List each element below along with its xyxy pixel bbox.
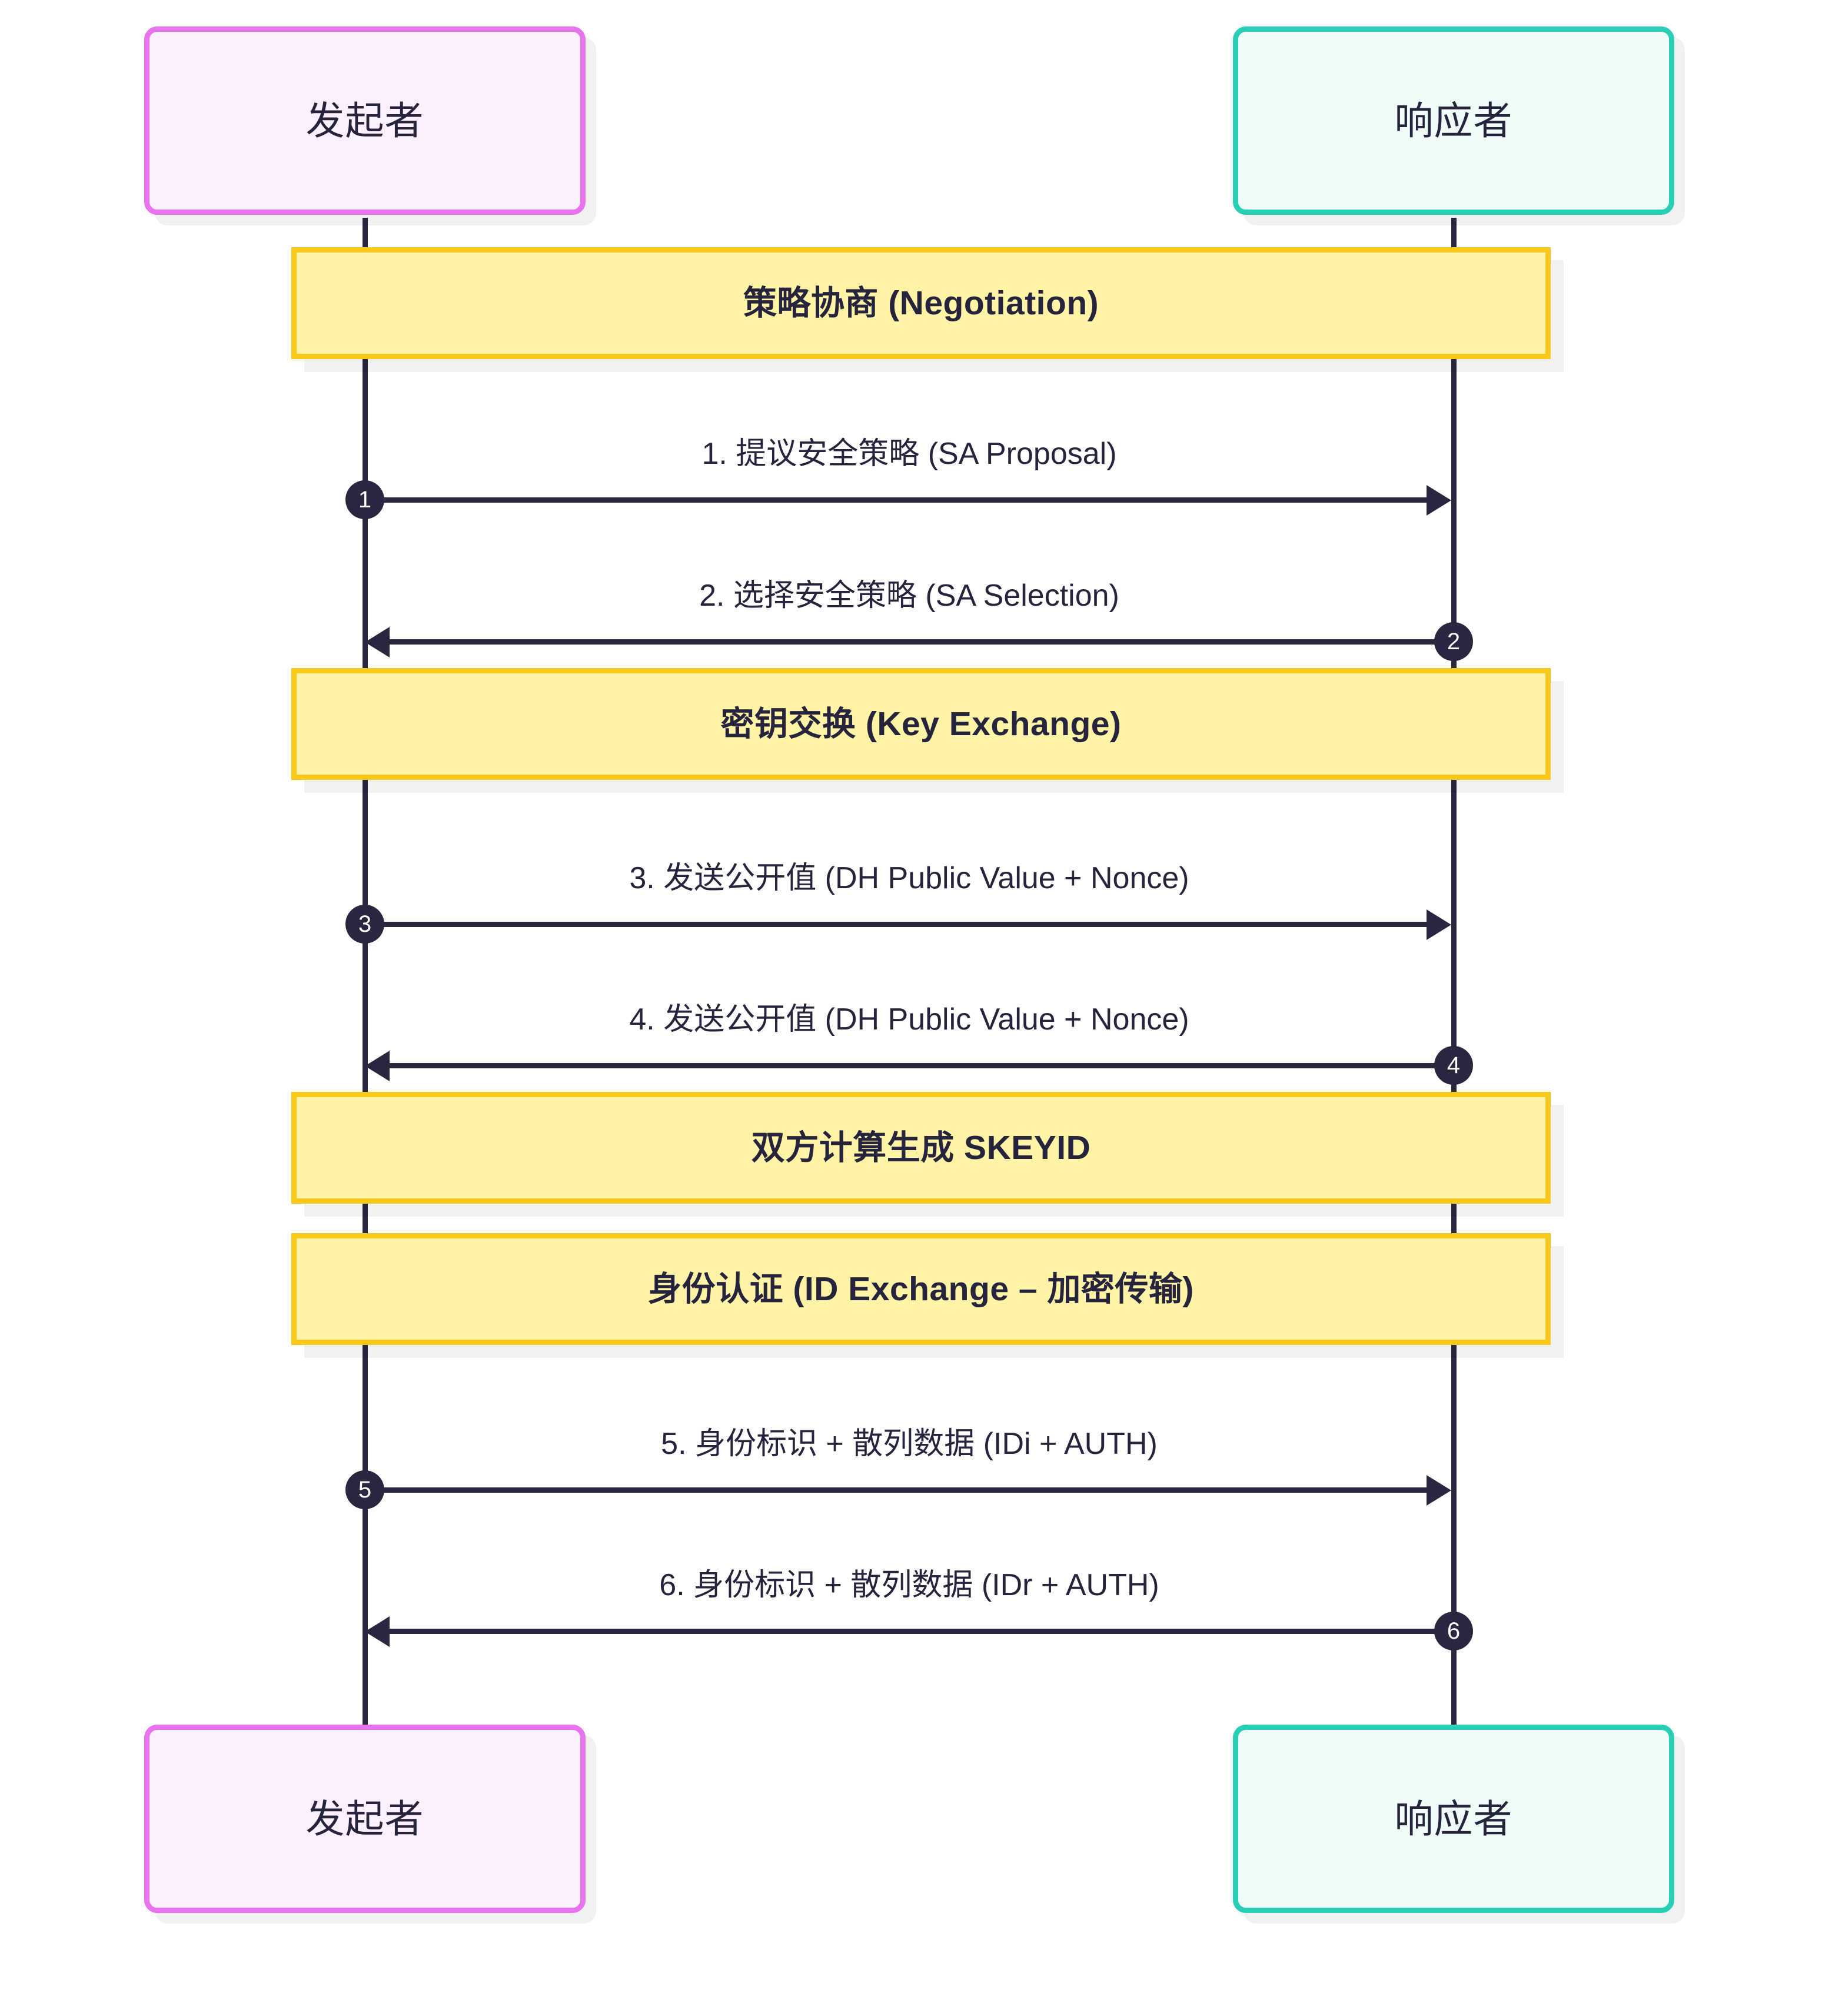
lifeline-initiator	[363, 218, 368, 1725]
section-banner-skeyid-label: 双方计算生成 SKEYID	[751, 1128, 1091, 1167]
message-5-seq-badge: 5	[345, 1470, 384, 1509]
message-4-seq-badge: 4	[1434, 1046, 1473, 1085]
message-4-line	[388, 1063, 1454, 1068]
message-6-line	[388, 1629, 1454, 1634]
section-banner-key-exchange: 密钥交换 (Key Exchange)	[291, 668, 1551, 780]
section-banner-key-exchange-label: 密钥交换 (Key Exchange)	[720, 705, 1122, 743]
actor-initiator-bottom-label: 发起者	[305, 1797, 424, 1841]
message-1-seq-badge: 1	[345, 480, 384, 519]
message-5-label: 5. 身份标识 + 散列数据 (IDi + AUTH)	[661, 1427, 1158, 1461]
message-2-seq-badge: 2	[1434, 622, 1473, 661]
message-1-line	[365, 497, 1442, 503]
message-6-arrowhead	[365, 1616, 390, 1647]
actor-initiator-bottom[interactable]: 发起者	[144, 1725, 586, 1913]
message-3-label: 3. 发送公开值 (DH Public Value + Nonce)	[629, 861, 1189, 895]
actor-responder-bottom[interactable]: 响应者	[1233, 1725, 1674, 1913]
message-2-arrowhead	[365, 627, 390, 657]
section-banner-skeyid: 双方计算生成 SKEYID	[291, 1092, 1551, 1204]
message-5-line	[365, 1487, 1442, 1493]
message-4-label: 4. 发送公开值 (DH Public Value + Nonce)	[629, 1002, 1189, 1037]
section-banner-id-exchange: 身份认证 (ID Exchange – 加密传输)	[291, 1233, 1551, 1345]
section-banner-negotiation: 策略协商 (Negotiation)	[291, 247, 1551, 359]
lifeline-responder	[1451, 218, 1457, 1725]
message-6-label: 6. 身份标识 + 散列数据 (IDr + AUTH)	[659, 1568, 1159, 1602]
message-3-seq-badge: 3	[345, 905, 384, 944]
message-6-seq-badge: 6	[1434, 1612, 1473, 1650]
message-3-line	[365, 922, 1442, 927]
message-4-arrowhead	[365, 1051, 390, 1081]
message-2-label: 2. 选择安全策略 (SA Selection)	[699, 579, 1119, 613]
actor-responder-top[interactable]: 响应者	[1233, 26, 1674, 215]
actor-responder-bottom-label: 响应者	[1394, 1797, 1513, 1841]
actor-responder-top-label: 响应者	[1394, 99, 1513, 142]
message-1-label: 1. 提议安全策略 (SA Proposal)	[701, 437, 1117, 471]
actor-initiator-top-label: 发起者	[305, 99, 424, 142]
section-banner-negotiation-label: 策略协商 (Negotiation)	[743, 284, 1099, 322]
section-banner-id-exchange-label: 身份认证 (ID Exchange – 加密传输)	[648, 1270, 1194, 1308]
message-2-line	[388, 639, 1454, 645]
message-1-arrowhead	[1427, 485, 1451, 516]
message-3-arrowhead	[1427, 909, 1451, 940]
actor-initiator-top[interactable]: 发起者	[144, 26, 586, 215]
message-5-arrowhead	[1427, 1475, 1451, 1506]
